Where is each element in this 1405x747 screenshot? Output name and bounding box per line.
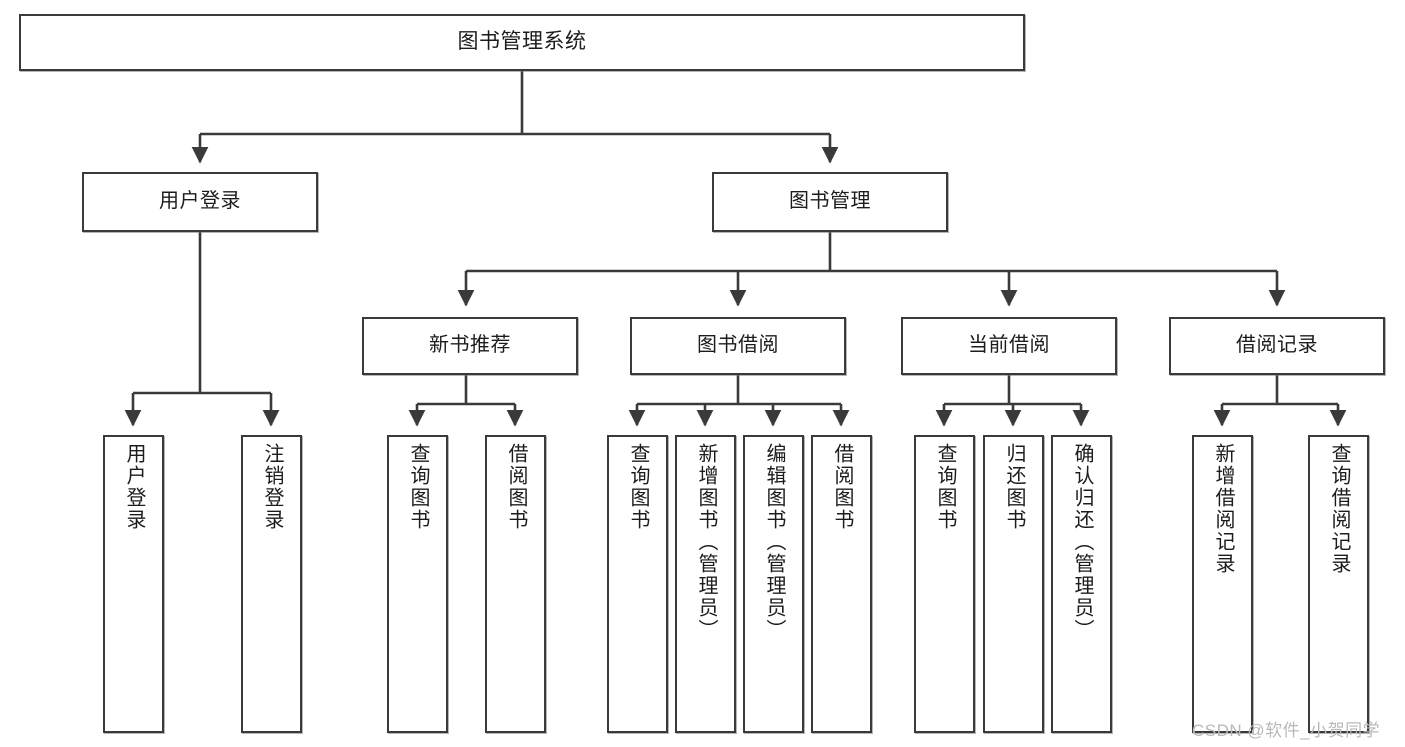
node-leaf-query-book-1-label: 查询图书 xyxy=(407,443,429,531)
node-leaf-return-book[interactable]: 归还图书 xyxy=(983,435,1044,733)
node-root[interactable]: 图书管理系统 xyxy=(19,14,1025,71)
node-leaf-query-book-3-label: 查询图书 xyxy=(934,443,956,531)
node-leaf-borrow-book-1[interactable]: 借阅图书 xyxy=(485,435,546,733)
node-leaf-query-record-label: 查询借阅记录 xyxy=(1328,443,1350,575)
node-leaf-user-login[interactable]: 用户登录 xyxy=(103,435,164,733)
node-book-management[interactable]: 图书管理 xyxy=(712,172,948,232)
node-leaf-query-book-2[interactable]: 查询图书 xyxy=(607,435,668,733)
node-leaf-confirm-return[interactable]: 确认归还（管理员） xyxy=(1051,435,1112,733)
node-book-borrow[interactable]: 图书借阅 xyxy=(630,317,846,375)
node-user-login-label: 用户登录 xyxy=(159,190,241,213)
node-leaf-query-record[interactable]: 查询借阅记录 xyxy=(1308,435,1369,733)
node-leaf-add-record-label: 新增借阅记录 xyxy=(1212,443,1234,575)
node-new-book-recommend-label: 新书推荐 xyxy=(429,334,511,357)
node-book-management-label: 图书管理 xyxy=(789,190,871,213)
node-leaf-borrow-book-1-label: 借阅图书 xyxy=(505,443,527,531)
node-leaf-query-book-1[interactable]: 查询图书 xyxy=(387,435,448,733)
node-leaf-edit-book-label: 编辑图书（管理员） xyxy=(763,443,785,641)
node-leaf-user-login-label: 用户登录 xyxy=(123,443,145,531)
node-leaf-edit-book[interactable]: 编辑图书（管理员） xyxy=(743,435,804,733)
node-leaf-add-book-label: 新增图书（管理员） xyxy=(695,443,717,641)
node-leaf-query-book-3[interactable]: 查询图书 xyxy=(914,435,975,733)
node-borrow-record[interactable]: 借阅记录 xyxy=(1169,317,1385,375)
node-leaf-return-book-label: 归还图书 xyxy=(1003,443,1025,531)
node-leaf-logout-login[interactable]: 注销登录 xyxy=(241,435,302,733)
node-leaf-logout-login-label: 注销登录 xyxy=(261,443,283,531)
node-leaf-query-book-2-label: 查询图书 xyxy=(627,443,649,531)
node-leaf-borrow-book-2[interactable]: 借阅图书 xyxy=(811,435,872,733)
node-leaf-borrow-book-2-label: 借阅图书 xyxy=(831,443,853,531)
node-user-login[interactable]: 用户登录 xyxy=(82,172,318,232)
node-leaf-add-book[interactable]: 新增图书（管理员） xyxy=(675,435,736,733)
node-leaf-add-record[interactable]: 新增借阅记录 xyxy=(1192,435,1253,733)
node-borrow-record-label: 借阅记录 xyxy=(1236,334,1318,357)
node-current-borrow[interactable]: 当前借阅 xyxy=(901,317,1117,375)
node-book-borrow-label: 图书借阅 xyxy=(697,334,779,357)
node-new-book-recommend[interactable]: 新书推荐 xyxy=(362,317,578,375)
node-root-label: 图书管理系统 xyxy=(457,30,587,54)
node-leaf-confirm-return-label: 确认归还（管理员） xyxy=(1071,443,1093,641)
node-current-borrow-label: 当前借阅 xyxy=(968,334,1050,357)
